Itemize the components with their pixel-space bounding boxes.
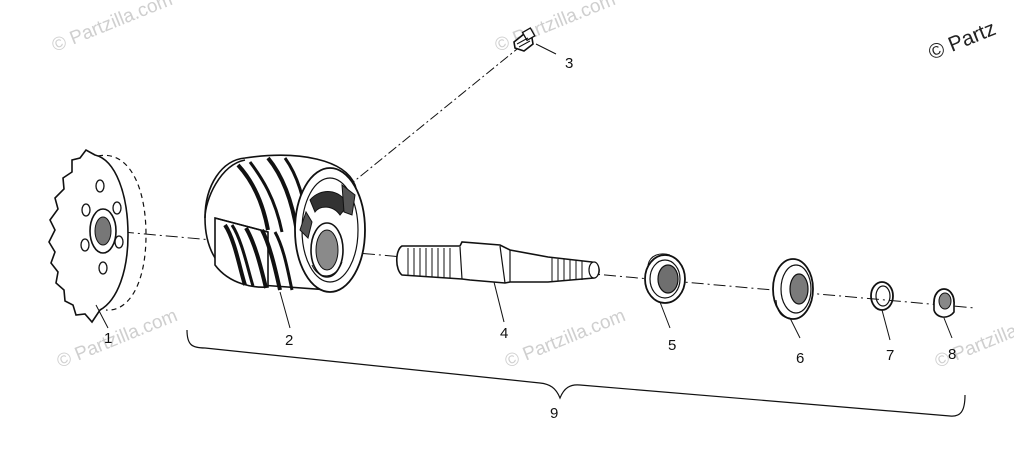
watermark-top-center: © Partzilla.com [492,0,619,57]
seal-part-6 [772,258,814,320]
leader-part-5 [659,301,671,329]
group-bracket-9 [186,329,966,417]
watermark-bottom-center: © Partzilla.com [502,305,629,372]
leader-line-part-3 [324,44,523,206]
callout-6: 6 [796,350,804,367]
watermark-bottom-left: © Partzilla.com [54,305,181,372]
leader-part-6 [789,317,801,339]
leader-part-4 [493,281,505,323]
sprocket-part-1 [48,148,147,324]
callout-1: 1 [104,330,112,347]
callout-5: 5 [668,337,676,354]
ring-part-7 [870,281,894,311]
callout-7: 7 [886,347,894,364]
clutch-drum-part-2 [204,154,366,293]
screw-part-3 [513,27,536,52]
leader-part-2 [279,291,291,329]
leader-part-8 [943,317,953,339]
watermark-corner: © Partz [925,17,999,65]
callout-4: 4 [500,325,508,342]
leader-part-7 [881,309,891,341]
callout-9: 9 [550,405,558,422]
watermark-top-left: © Partzilla.com [49,0,176,57]
bearing-part-5 [644,253,686,304]
leader-part-1 [95,304,109,329]
collar-part-8 [933,288,955,318]
callout-2: 2 [285,332,293,349]
splined-shaft-part-4 [395,241,600,284]
callout-3: 3 [565,55,573,72]
leader-part-3 [535,43,557,55]
callout-8: 8 [948,346,956,363]
center-axis-line [99,229,976,309]
